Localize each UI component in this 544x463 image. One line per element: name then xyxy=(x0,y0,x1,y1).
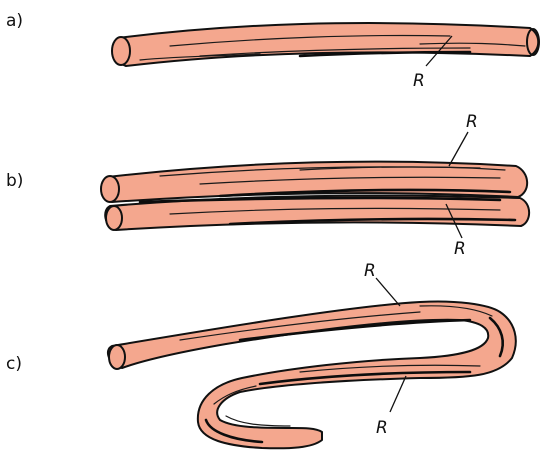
panel-b-label: b) xyxy=(6,171,23,191)
panel-a: a) R xyxy=(6,11,539,91)
r-label-c-upper: R xyxy=(364,261,376,281)
panel-c: c) R R xyxy=(6,261,516,448)
single-strand xyxy=(115,23,539,66)
folded-strand xyxy=(108,301,516,448)
folded-strand-end-cap xyxy=(109,345,125,369)
panel-a-label: a) xyxy=(6,11,23,31)
panel-c-label: c) xyxy=(6,354,22,374)
r-label-b-upper: R xyxy=(466,112,478,132)
panel-b: b) R R xyxy=(6,112,529,259)
r-label-c-lower: R xyxy=(376,418,388,438)
lower-strand-end-cap xyxy=(106,206,122,230)
upper-strand-end-cap xyxy=(101,176,119,202)
r-leader-c-lower xyxy=(390,376,406,412)
r-leader-c-upper xyxy=(376,278,400,306)
r-label-b-lower: R xyxy=(454,239,466,259)
r-leader-b-upper xyxy=(449,132,468,166)
r-label-a: R xyxy=(413,71,425,91)
strand-end-cap xyxy=(112,37,130,65)
